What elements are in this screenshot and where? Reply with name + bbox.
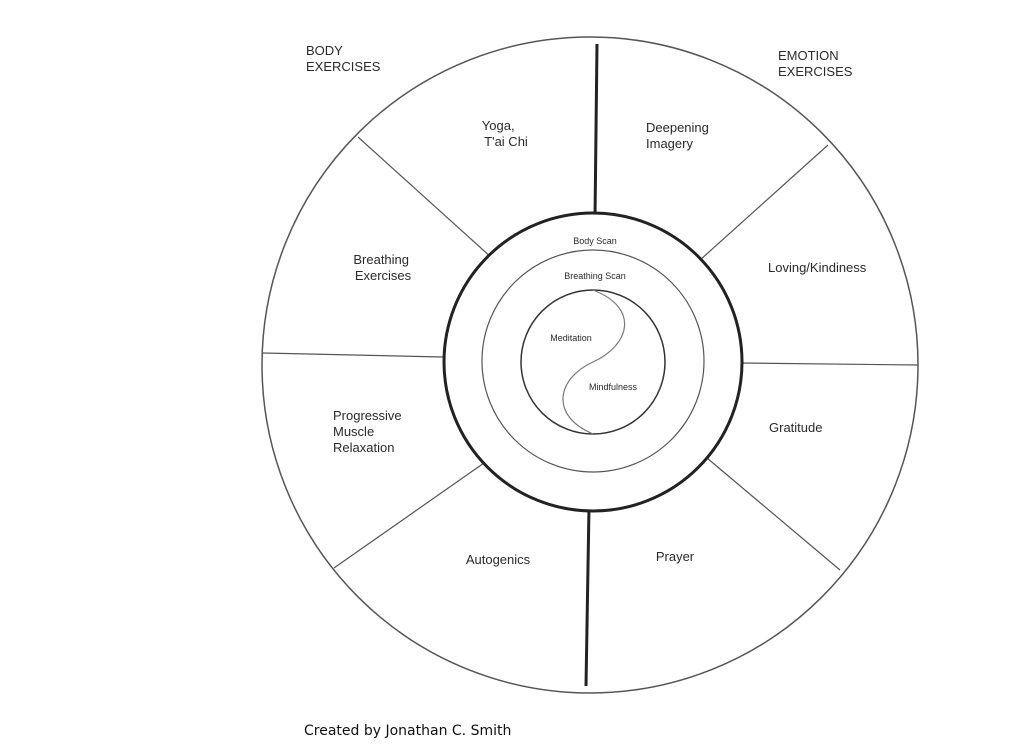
pmr-line-3: Relaxation (333, 440, 394, 455)
gratitude-line-1: Gratitude (769, 420, 822, 435)
yoga-line-2: T'ai Chi (484, 134, 528, 149)
spoke-upper-right (699, 144, 829, 261)
segment-autogenics: Autogenics (466, 552, 531, 567)
emotion-heading-line-2: EXERCISES (778, 64, 853, 79)
spoke-left (262, 352, 444, 358)
pmr-line-2: Muscle (333, 424, 374, 439)
yin-yang-curve (562, 289, 626, 435)
spoke-lower-right (706, 457, 841, 571)
segment-progressive-muscle-relaxation: Progressive Muscle Relaxation (333, 408, 405, 455)
inner-meditation: Meditation (550, 333, 592, 343)
autogenics-line-1: Autogenics (466, 552, 531, 567)
body-heading-line-2: EXERCISES (306, 59, 381, 74)
segment-prayer: Prayer (656, 549, 695, 564)
spoke-upper-left (357, 136, 493, 259)
inner-mindfulness: Mindfulness (589, 382, 638, 392)
segment-gratitude: Gratitude (769, 420, 822, 435)
breathing-line-1: Breathing (353, 252, 409, 267)
body-heading-line-1: BODY (306, 43, 343, 58)
spoke-lower-left (333, 462, 485, 569)
deepening-line-1: Deepening (646, 120, 709, 135)
segment-breathing-exercises: Breathing Exercises (353, 252, 412, 283)
spoke-right (740, 362, 919, 366)
pmr-line-1: Progressive (333, 408, 402, 423)
prayer-line-1: Prayer (656, 549, 695, 564)
spoke-bottom (584, 506, 591, 687)
body-exercises-heading: BODY EXERCISES (306, 43, 381, 74)
breathing-line-2: Exercises (355, 268, 412, 283)
author-caption: Created by Jonathan C. Smith (304, 723, 512, 739)
loving-line-1: Loving/Kindiness (768, 260, 867, 275)
segment-yoga: Yoga, T'ai Chi (482, 118, 528, 149)
yoga-line-1: Yoga, (482, 118, 515, 133)
inner-body-scan: Body Scan (573, 236, 617, 246)
segment-loving-kindness: Loving/Kindiness (768, 260, 867, 275)
inner-breathing-scan: Breathing Scan (564, 271, 626, 281)
emotion-exercises-heading: EMOTION EXERCISES (778, 48, 853, 79)
center-ring-middle (481, 249, 705, 473)
emotion-heading-line-1: EMOTION (778, 48, 839, 63)
segment-deepening-imagery: Deepening Imagery (646, 120, 713, 151)
spoke-top (593, 43, 599, 219)
deepening-line-2: Imagery (646, 136, 693, 151)
